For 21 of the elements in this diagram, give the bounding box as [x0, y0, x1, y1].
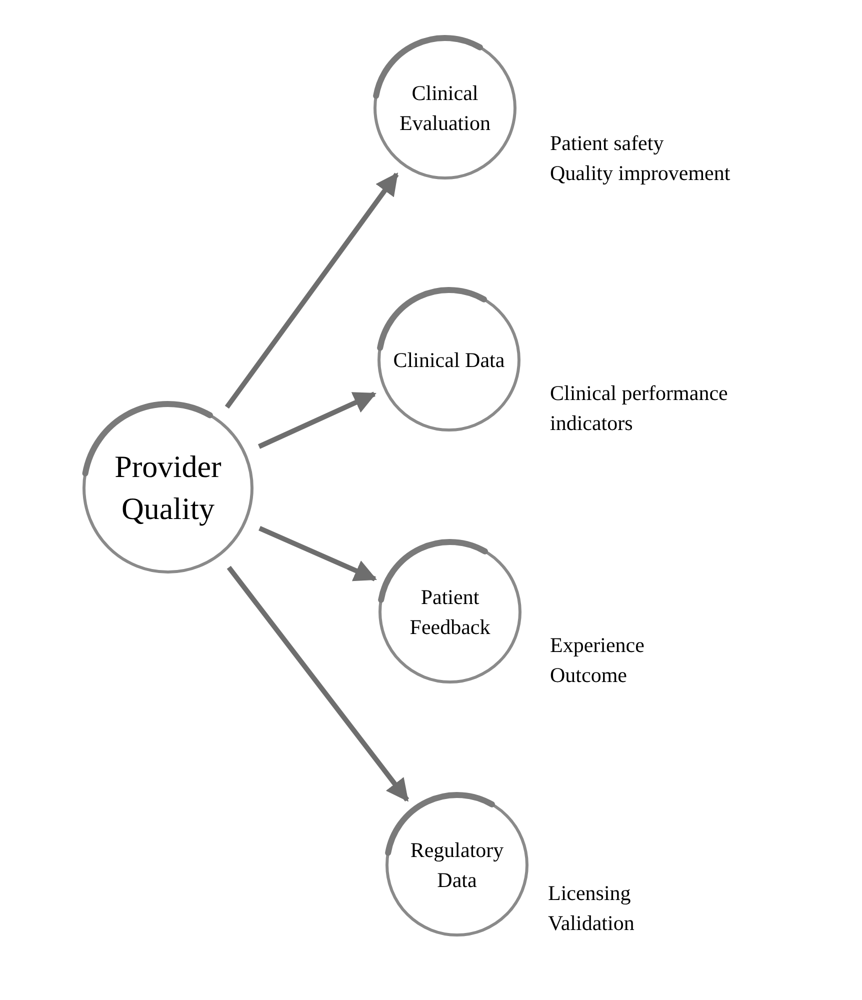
node-label: Clinical Evaluation: [398, 80, 492, 137]
arrow: [224, 172, 399, 409]
arrow: [226, 566, 410, 802]
annotation-text: Outcome: [550, 662, 628, 689]
annotation-text: Validation: [548, 910, 636, 937]
annotation-text: Clinical performance indicators: [550, 380, 729, 437]
arrow: [258, 392, 376, 449]
node-label: Regulatory Data: [409, 837, 505, 894]
annotation-text: Quality improvement: [550, 160, 732, 187]
circle-node: [385, 793, 529, 937]
circle-node: [378, 540, 522, 684]
node-label: Clinical Data: [392, 347, 506, 374]
node-label: Patient Feedback: [408, 584, 492, 641]
annotation-text: Patient safety: [550, 130, 665, 157]
annotation-text: Licensing: [548, 880, 632, 907]
circle-node: [82, 402, 254, 574]
circle-node: [377, 288, 521, 432]
arrow: [258, 526, 377, 582]
circle-node: [373, 36, 517, 180]
node-label: Provider Quality: [114, 448, 222, 528]
annotation-text: Experience: [550, 632, 646, 659]
